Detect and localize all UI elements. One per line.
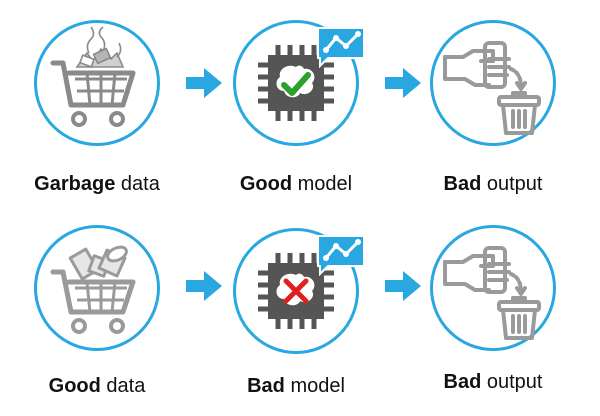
caption-rest: data (120, 173, 160, 195)
caption-bold: Bad (443, 371, 482, 393)
circle-bad-output (430, 225, 556, 351)
caption-rest: model (290, 375, 345, 397)
caption-bold: Bad (247, 375, 285, 397)
chip-check-icon (258, 45, 334, 121)
caption-good-model: Good model (206, 173, 386, 196)
caption-bad-output: Bad output (403, 173, 583, 196)
caption-good-data: Good data (7, 375, 187, 398)
arrow-right-icon (385, 271, 421, 301)
hand-trash-icon (443, 246, 541, 340)
caption-bold: Good (239, 173, 293, 195)
caption-bold: Bad (443, 173, 482, 195)
caption-rest: model (297, 173, 353, 195)
caption-bold: Garbage (34, 173, 116, 195)
caption-bad-model: Bad model (206, 375, 386, 398)
hand-trash-icon (443, 41, 541, 135)
caption-rest: output (486, 173, 543, 195)
circle-good-data (34, 225, 160, 351)
trend-badge-icon (317, 235, 365, 276)
caption-rest: data (106, 375, 146, 397)
trend-badge-icon (317, 27, 365, 68)
circle-garbage-data (34, 20, 160, 146)
arrow-right-icon (186, 68, 222, 98)
caption-bad-output: Bad output (403, 371, 583, 394)
arrow-right-icon (385, 68, 421, 98)
circle-bad-output (430, 20, 556, 146)
caption-rest: output (486, 371, 543, 393)
caption-garbage-data: Garbage data (7, 173, 187, 196)
garbage-cart-icon (50, 26, 136, 127)
caption-bold: Good (48, 375, 101, 397)
arrow-right-icon (186, 271, 222, 301)
chip-cross-icon (258, 253, 334, 329)
good-cart-icon (50, 245, 136, 334)
